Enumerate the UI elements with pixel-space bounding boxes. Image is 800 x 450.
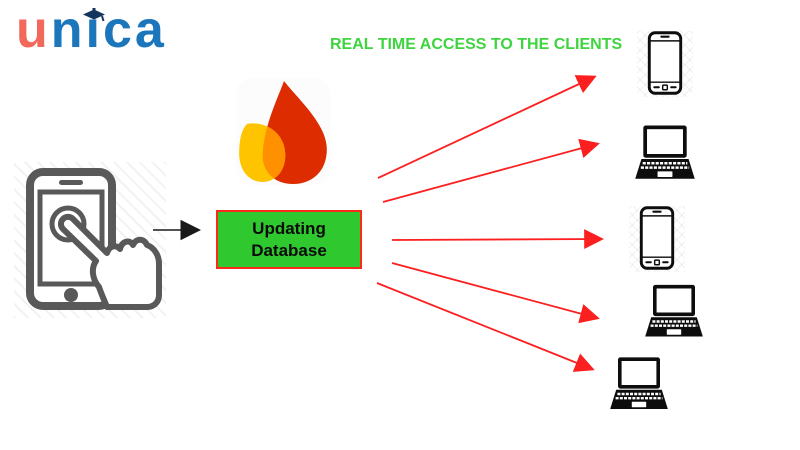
db-box-label-line1: Updating [252, 219, 326, 239]
realtime-arrow-4 [391, 262, 600, 324]
firebase-flame-icon [236, 78, 330, 185]
client-device-laptop-2 [644, 283, 704, 342]
phone-touch-hand-icon [14, 162, 166, 318]
realtime-arrow-5 [376, 282, 595, 372]
client-device-laptop-3 [609, 355, 669, 415]
client-device-smartphone-2 [629, 206, 685, 272]
client-device-laptop-1 [634, 124, 696, 184]
realtime-arrow-1 [377, 75, 597, 179]
logo-letter-i: ı [83, 1, 106, 59]
realtime-arrow-2 [382, 138, 600, 203]
logo-letter-n: n [50, 1, 86, 59]
realtime-arrow-3 [391, 229, 604, 249]
client-device-smartphone-1 [637, 31, 693, 97]
graduation-cap-icon [83, 8, 106, 22]
logo-letters-ca: ca [102, 1, 167, 59]
unica-logo: unı ca [16, 1, 167, 59]
page-title: REAL TIME ACCESS TO THE CLIENTS [330, 36, 623, 53]
db-box-label-line2: Database [251, 240, 327, 260]
logo-letter-u: u [16, 1, 51, 59]
updating-database-box: Updating Database [216, 210, 362, 269]
